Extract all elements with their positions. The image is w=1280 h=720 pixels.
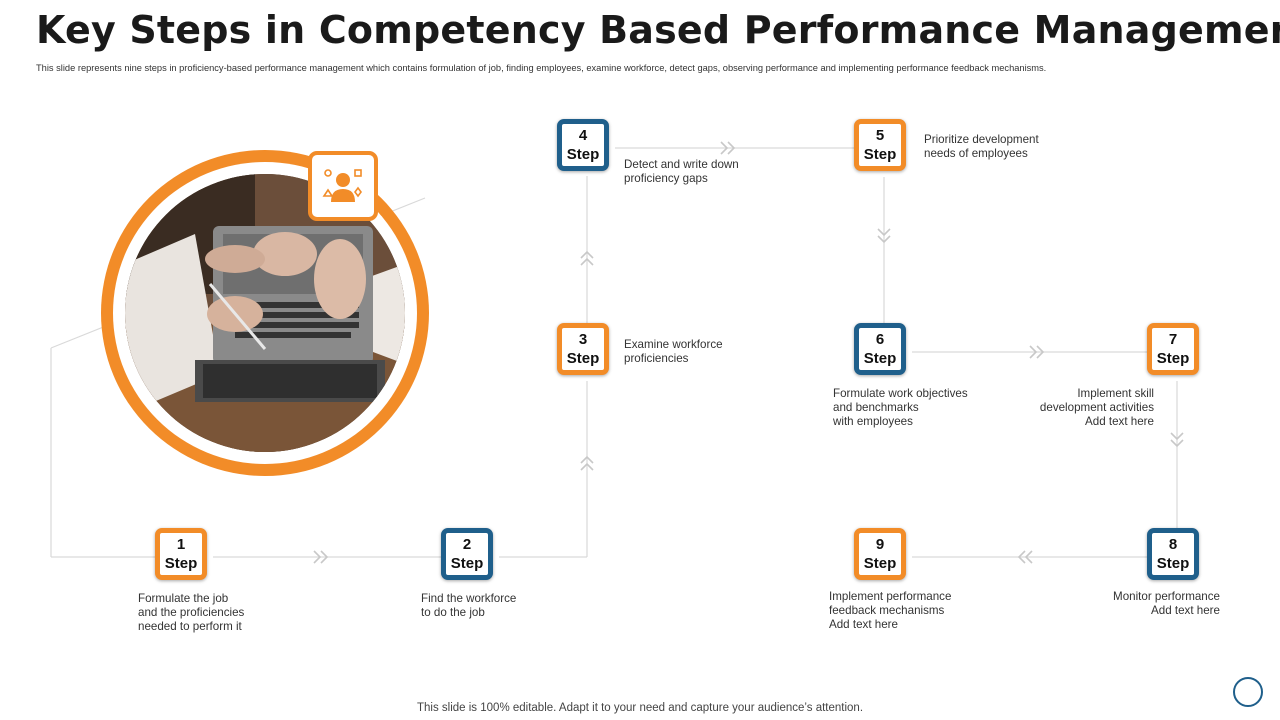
step-2-box: 2 Step [441, 528, 493, 580]
step-number: 7 [1168, 331, 1178, 348]
step-3-box: 3 Step [557, 323, 609, 375]
step-1-description: Formulate the job and the proficiencies … [138, 592, 245, 633]
step-5-description: Prioritize development needs of employee… [924, 133, 1039, 160]
step-3-description: Examine workforce proficiencies [624, 338, 723, 365]
step-number: 4 [578, 127, 588, 144]
step-6-description: Formulate work objectives and benchmarks… [833, 387, 968, 428]
step-number: 6 [875, 331, 885, 348]
step-7-box: 7 Step [1147, 323, 1199, 375]
step-2-description: Find the workforce to do the job [421, 592, 517, 619]
step-label: Step [566, 350, 600, 367]
step-4-box: 4 Step [557, 119, 609, 171]
step-label: Step [863, 350, 897, 367]
step-label: Step [450, 555, 484, 572]
step-label: Step [1156, 555, 1190, 572]
chevron-down-icon [877, 228, 891, 244]
step-9-box: 9 Step [854, 528, 906, 580]
step-number: 5 [875, 127, 885, 144]
step-6-box: 6 Step [854, 323, 906, 375]
step-label: Step [863, 146, 897, 163]
step-number: 9 [875, 536, 885, 553]
chevron-up-icon [580, 455, 594, 471]
page-title: Key Steps in Competency Based Performanc… [36, 8, 1280, 52]
step-4-description: Detect and write down proficiency gaps [624, 158, 739, 185]
chevron-left-icon [1017, 550, 1033, 564]
step-label: Step [863, 555, 897, 572]
competency-icon-box [308, 151, 378, 221]
step-label: Step [164, 555, 198, 572]
chevron-right-icon [313, 550, 329, 564]
chevron-right-icon [1029, 345, 1045, 359]
step-number: 1 [176, 536, 186, 553]
step-label: Step [1156, 350, 1190, 367]
step-number: 8 [1168, 536, 1178, 553]
step-number: 3 [578, 331, 588, 348]
step-1-box: 1 Step [155, 528, 207, 580]
step-label: Step [566, 146, 600, 163]
step-5-box: 5 Step [854, 119, 906, 171]
people-competency-icon [322, 169, 362, 202]
step-9-description: Implement performance feedback mechanism… [829, 590, 952, 631]
step-8-box: 8 Step [1147, 528, 1199, 580]
step-7-description: Implement skill development activities A… [1039, 387, 1154, 428]
slide-nav-button[interactable] [1233, 677, 1263, 707]
chevron-up-icon [580, 250, 594, 266]
page-subtitle: This slide represents nine steps in prof… [36, 63, 1047, 73]
step-number: 2 [462, 536, 472, 553]
chevron-right-icon [720, 141, 736, 155]
footer-note: This slide is 100% editable. Adapt it to… [416, 702, 864, 714]
chevron-down-icon [1170, 432, 1184, 448]
step-8-description: Monitor performance Add text here [1113, 590, 1220, 617]
